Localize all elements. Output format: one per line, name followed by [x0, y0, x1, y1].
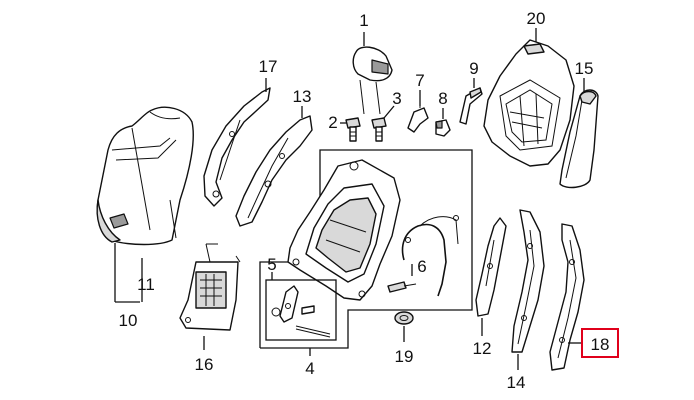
seat-frame[interactable]: [287, 159, 401, 301]
clip-9[interactable]: [459, 87, 483, 125]
headrest-guide-1[interactable]: [352, 46, 393, 115]
label-2[interactable]: 2: [328, 113, 337, 132]
back-panel-20[interactable]: [483, 39, 575, 167]
label-7[interactable]: 7: [415, 71, 424, 90]
kit-box-4: [259, 149, 473, 349]
cable-6[interactable]: [387, 215, 459, 297]
label-4[interactable]: 4: [305, 359, 314, 378]
label-19[interactable]: 19: [395, 347, 414, 366]
side-trim-12[interactable]: [475, 217, 507, 317]
kit-box-5: [265, 279, 337, 341]
recliner-parts-5[interactable]: [271, 285, 331, 338]
grommet-19[interactable]: [394, 311, 414, 325]
label-15[interactable]: 15: [575, 59, 594, 78]
side-cover-15[interactable]: [559, 89, 599, 189]
label-11[interactable]: 11: [137, 275, 155, 294]
label-6[interactable]: 6: [417, 257, 426, 276]
label-13[interactable]: 13: [293, 87, 312, 106]
trim-bracket-13[interactable]: [235, 115, 313, 227]
label-14[interactable]: 14: [507, 373, 526, 392]
label-16[interactable]: 16: [195, 355, 214, 374]
label-10[interactable]: 10: [119, 311, 138, 330]
highlight-box-18: [581, 328, 619, 358]
label-18[interactable]: 18: [591, 335, 610, 354]
label-5[interactable]: 5: [267, 255, 276, 274]
label-1[interactable]: 1: [359, 11, 368, 30]
side-bracket-17[interactable]: [203, 87, 271, 207]
label-12[interactable]: 12: [473, 339, 492, 358]
clip-8[interactable]: [435, 119, 451, 137]
long-bracket-14[interactable]: [511, 209, 545, 353]
label-20[interactable]: 20: [527, 9, 546, 28]
label-3[interactable]: 3: [392, 89, 401, 108]
label-9[interactable]: 9: [469, 59, 478, 78]
guide-bolt-2[interactable]: [345, 117, 361, 142]
label-8[interactable]: 8: [438, 89, 447, 108]
leader-3: [383, 105, 395, 119]
clip-7[interactable]: [407, 98, 429, 133]
module-16[interactable]: [179, 243, 241, 331]
trim-panel-18[interactable]: [549, 223, 585, 371]
guide-bolt-3[interactable]: [371, 117, 387, 142]
label-17[interactable]: 17: [259, 57, 278, 76]
seat-back-cover[interactable]: [96, 106, 194, 246]
